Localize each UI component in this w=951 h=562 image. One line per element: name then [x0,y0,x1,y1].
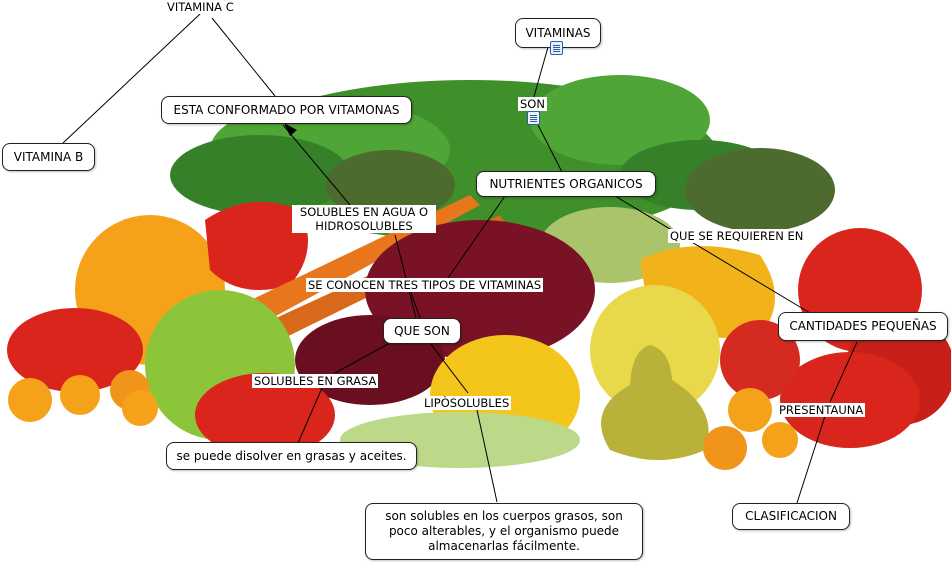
conformado-label: ESTA CONFORMADO POR VITAMONAS [173,102,400,117]
cherry-tomato-4 [122,390,158,426]
clasificacion-label: CLASIFICACION [745,509,837,524]
tres-tipos-link: SE CONOCEN TRES TIPOS DE VITAMINAS [306,278,544,292]
liposolubles-link: LIPÒSOLUBLES [422,396,512,410]
document-icon[interactable] [550,41,563,55]
tomato-right-small [720,320,800,400]
tomato-left [7,308,143,392]
almacenar-label: son solubles en los cuerpos grasos, son … [385,509,623,553]
document-icon[interactable] [527,111,540,125]
broccoli-right [685,148,835,232]
vitamina-b-label: VITAMINA B [13,149,84,164]
cherry-tomato-7 [762,422,798,458]
que-son-label: QUE SON [394,323,450,338]
cantidades-label: CANTIDADES PEQUEÑAS [789,319,937,334]
lettuce-leaf-top [530,75,710,165]
disolver-node[interactable]: se puede disolver en grasas y aceites. [166,442,417,470]
vitamina-b-node[interactable]: VITAMINA B [2,143,95,171]
hidrosolubles-link: SOLUBLES EN AGUA O HIDROSOLUBLES [292,205,436,233]
almacenar-node[interactable]: son solubles en los cuerpos grasos, son … [365,503,643,560]
son-link: SON [518,97,547,111]
tomato-right-low [780,352,920,448]
pear [601,345,709,460]
nutrientes-node[interactable]: NUTRIENTES ORGANICOS [476,171,656,197]
cherry-tomato-5 [728,388,772,432]
nutrientes-label: NUTRIENTES ORGANICOS [489,176,643,191]
clasificacion-node[interactable]: CLASIFICACION [732,503,850,530]
cantidades-node[interactable]: CANTIDADES PEQUEÑAS [778,312,948,341]
cherry-tomato-6 [703,426,747,470]
vitamina-c-text: VITAMINA C [165,0,236,14]
broccoli-left [325,150,455,220]
vitaminas-node[interactable]: VITAMINAS [515,18,601,48]
que-son-node[interactable]: QUE SON [383,318,461,344]
conformado-node[interactable]: ESTA CONFORMADO POR VITAMONAS [161,96,412,124]
disolver-label: se puede disolver en grasas y aceites. [176,448,407,463]
cherry-tomato-1 [8,378,52,422]
presenta-link: PRESENTAUNA [777,403,866,417]
cherry-tomato-2 [60,375,100,415]
red-pepper [205,202,308,290]
vitaminas-label: VITAMINAS [525,25,591,40]
requieren-link: QUE SE REQUIEREN EN [668,229,806,243]
grasa-link: SOLUBLES EN GRASA [252,374,379,388]
